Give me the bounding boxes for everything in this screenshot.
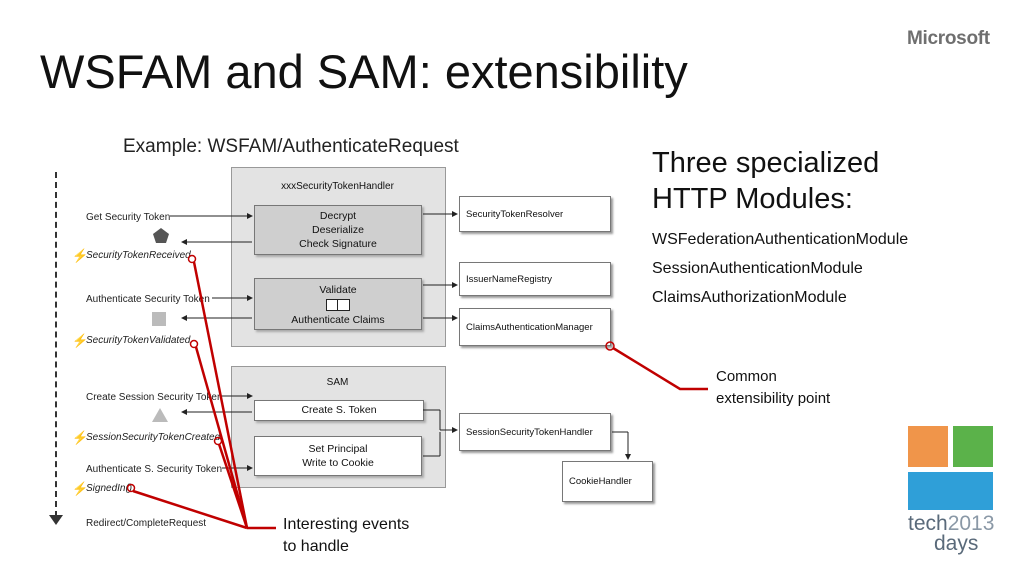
- validate-line: Validate: [319, 284, 357, 296]
- token-handler-title: xxxSecurityTokenHandler: [281, 181, 394, 192]
- event-signed-in: SignedIn(): [86, 483, 133, 494]
- green-tile: [953, 426, 993, 467]
- lightning-bolt-icon: ⚡: [72, 430, 89, 445]
- module-wsfam: WSFederationAuthenticationModule: [652, 231, 909, 248]
- split-box-icon: [326, 299, 350, 311]
- step-redirect: Redirect/CompleteRequest: [86, 518, 207, 529]
- event-token-validated: SecurityTokenValidated: [86, 335, 191, 346]
- square-icon: [152, 312, 166, 326]
- cookie-handler-box: CookieHandler: [562, 461, 653, 502]
- techdays-wordmark: tech2013: [908, 512, 995, 535]
- interesting-events-callout: Interesting events to handle: [283, 514, 409, 558]
- pentagon-icon: [153, 228, 169, 243]
- callout-line-1: Common: [716, 368, 777, 385]
- claims-authentication-manager-box: ClaimsAuthenticationManager: [459, 308, 611, 346]
- decrypt-line: Decrypt: [319, 210, 357, 222]
- step-authenticate-session: Authenticate S. Security Token: [86, 464, 223, 475]
- validate-box: Validate Authenticate Claims: [254, 278, 422, 330]
- microsoft-logo: Microsoft: [907, 28, 990, 49]
- techdays-logo: [908, 426, 994, 510]
- slide-title: WSFAM and SAM: extensibility: [40, 45, 688, 98]
- authenticate-claims-line: Authenticate Claims: [291, 314, 385, 326]
- triangle-icon: [152, 408, 168, 422]
- check-signature-line: Check Signature: [299, 238, 377, 250]
- event-session-created: SessionSecurityTokenCreated: [86, 432, 221, 443]
- callout-line-2: extensibility point: [716, 390, 831, 407]
- deserialize-line: Deserialize: [312, 224, 364, 236]
- write-cookie-line: Write to Cookie: [302, 457, 374, 469]
- step-create-session: Create Session Security Token: [86, 392, 223, 403]
- request-lifeline: [55, 172, 57, 517]
- session-security-token-handler-box: SessionSecurityTokenHandler: [459, 413, 611, 451]
- events-callout-line-2: to handle: [283, 538, 349, 555]
- set-principal-line: Set Principal: [308, 443, 368, 455]
- tech-word: tech: [908, 512, 948, 535]
- example-label: Example: WSFAM/AuthenticateRequest: [123, 136, 459, 157]
- blue-tile: [908, 472, 993, 510]
- events-callout-line-1: Interesting events: [283, 516, 410, 533]
- module-sam: SessionAuthenticationModule: [652, 260, 863, 277]
- step-authenticate-token: Authenticate Security Token: [86, 294, 210, 305]
- set-principal-box: Set Principal Write to Cookie: [254, 436, 422, 476]
- year-word: 2013: [947, 512, 995, 535]
- common-extensibility-callout: Common extensibility point: [716, 366, 830, 410]
- lightning-bolt-icon: ⚡: [72, 248, 89, 263]
- lightning-bolt-icon: ⚡: [72, 481, 89, 496]
- step-get-token: Get Security Token: [86, 212, 171, 223]
- sam-title: SAM: [326, 377, 349, 388]
- modules-heading: Three specialized HTTP Modules:: [652, 147, 880, 215]
- issuer-name-registry-box: IssuerNameRegistry: [459, 262, 611, 296]
- days-word: days: [934, 532, 979, 555]
- event-token-received: SecurityTokenReceived: [86, 250, 191, 261]
- decrypt-box: Decrypt Deserialize Check Signature: [254, 205, 422, 255]
- orange-tile: [908, 426, 948, 467]
- lifeline-arrow-icon: [49, 515, 63, 525]
- module-cam: ClaimsAuthorizationModule: [652, 289, 847, 306]
- create-s-token-box: Create S. Token: [254, 400, 424, 421]
- security-token-resolver-box: SecurityTokenResolver: [459, 196, 611, 232]
- lightning-bolt-icon: ⚡: [72, 333, 89, 348]
